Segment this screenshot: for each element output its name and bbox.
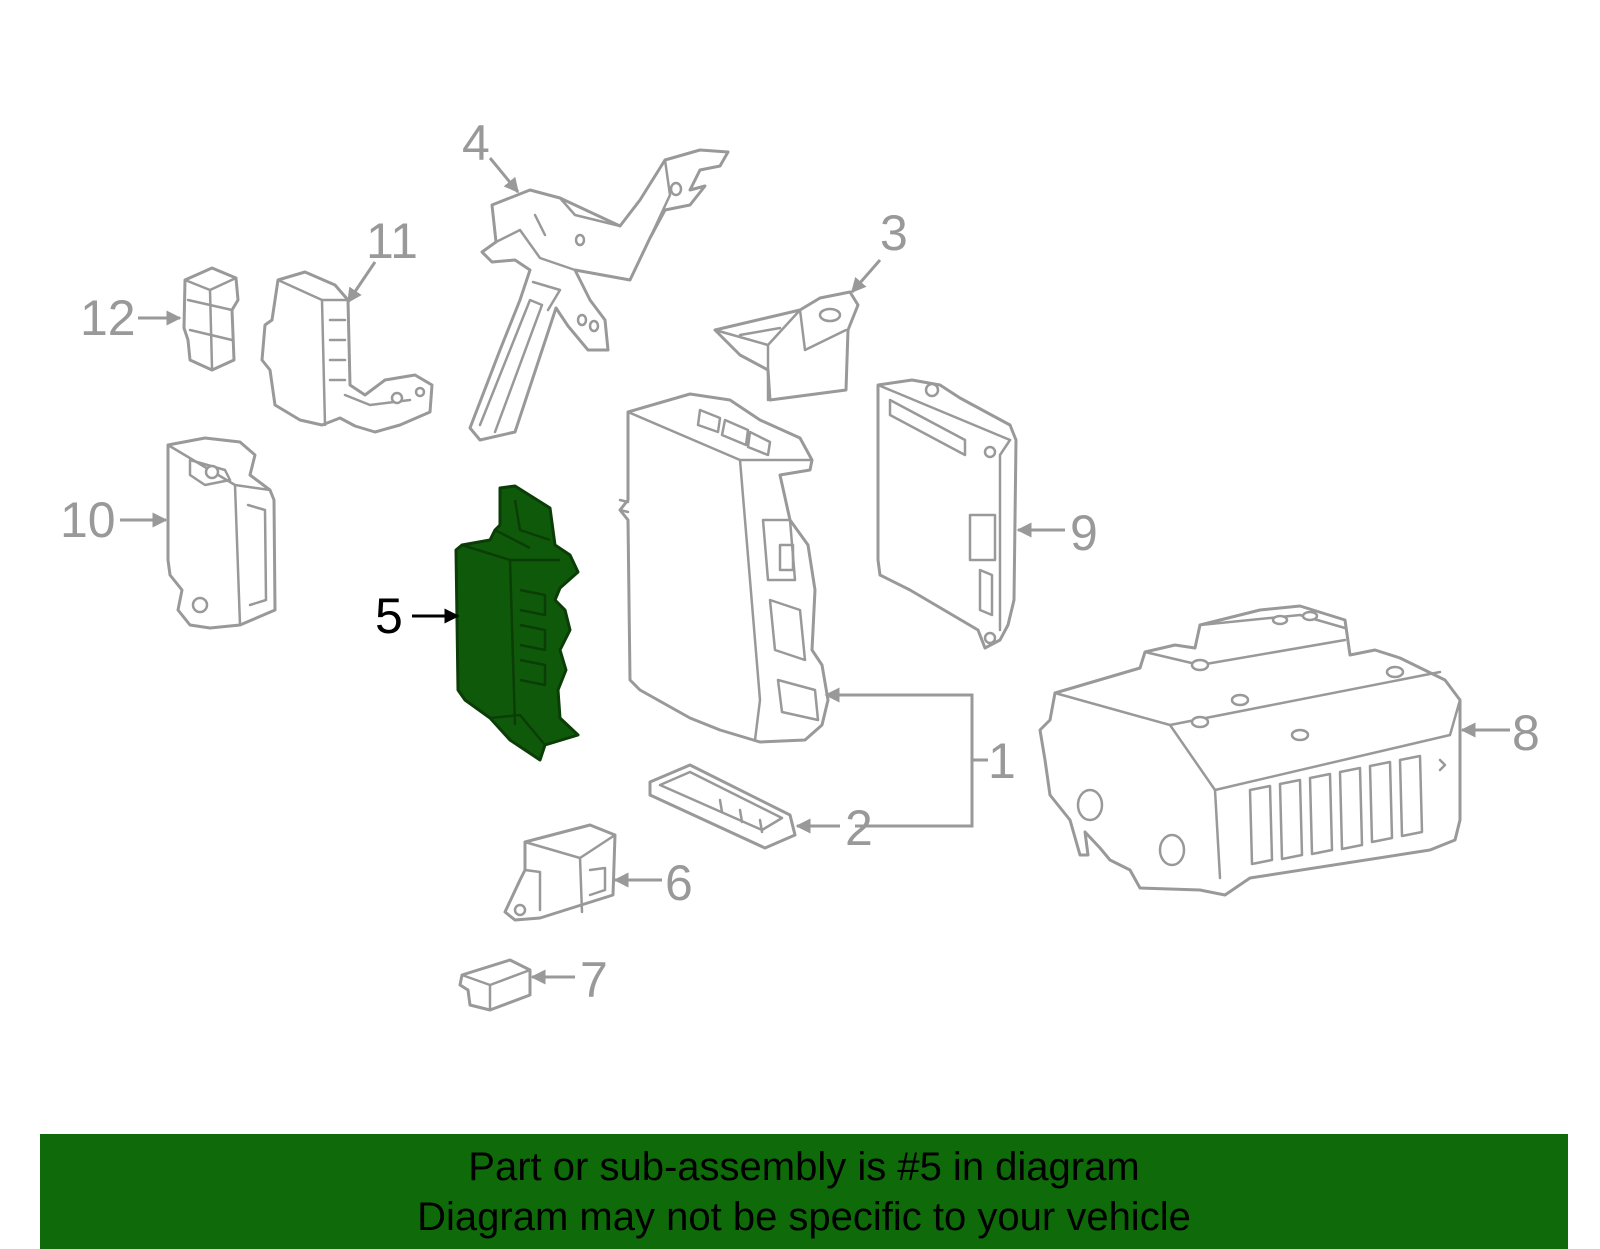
part-4-bracket[interactable] <box>468 148 730 442</box>
callout-2: 2 <box>845 800 873 856</box>
part-7-small-relay[interactable] <box>458 958 532 1012</box>
callout-6: 6 <box>665 855 693 911</box>
part-12-connector[interactable] <box>182 266 240 372</box>
leader-3 <box>850 259 882 294</box>
part-1-junction-block[interactable] <box>618 392 830 744</box>
part-8-fuse-box[interactable] <box>1038 604 1462 897</box>
callout-9: 9 <box>1070 505 1098 561</box>
callout-10: 10 <box>60 492 116 548</box>
leader-1-to-cover <box>855 760 974 828</box>
banner-line-part-number: Part or sub-assembly is #5 in diagram <box>468 1144 1140 1189</box>
part-9-control-module[interactable] <box>876 378 1018 650</box>
part-3-bracket[interactable] <box>713 290 860 402</box>
leader-11 <box>346 261 377 304</box>
callout-11: 11 <box>366 213 418 269</box>
part-10-connector[interactable] <box>166 436 277 630</box>
part-5-highlighted-module[interactable] <box>454 484 580 762</box>
callout-7: 7 <box>580 952 608 1008</box>
part-2-cover[interactable] <box>648 763 797 850</box>
part-11-module[interactable] <box>260 270 434 434</box>
callout-labels: 4 11 3 12 10 9 5 8 1 2 6 7 <box>60 115 1540 1008</box>
leader-lines <box>120 157 1510 985</box>
leader-4 <box>488 157 520 194</box>
callout-3: 3 <box>880 205 908 261</box>
callout-12: 12 <box>80 290 136 346</box>
callout-5: 5 <box>375 588 403 644</box>
info-banner: Part or sub-assembly is #5 in diagram Di… <box>40 1134 1568 1249</box>
part-6-relay[interactable] <box>503 823 617 922</box>
banner-line-disclaimer: Diagram may not be specific to your vehi… <box>417 1194 1191 1239</box>
leader-1-to-main-box <box>824 687 974 760</box>
callout-1: 1 <box>988 733 1016 789</box>
callout-8: 8 <box>1512 705 1540 761</box>
callout-4: 4 <box>462 115 490 171</box>
